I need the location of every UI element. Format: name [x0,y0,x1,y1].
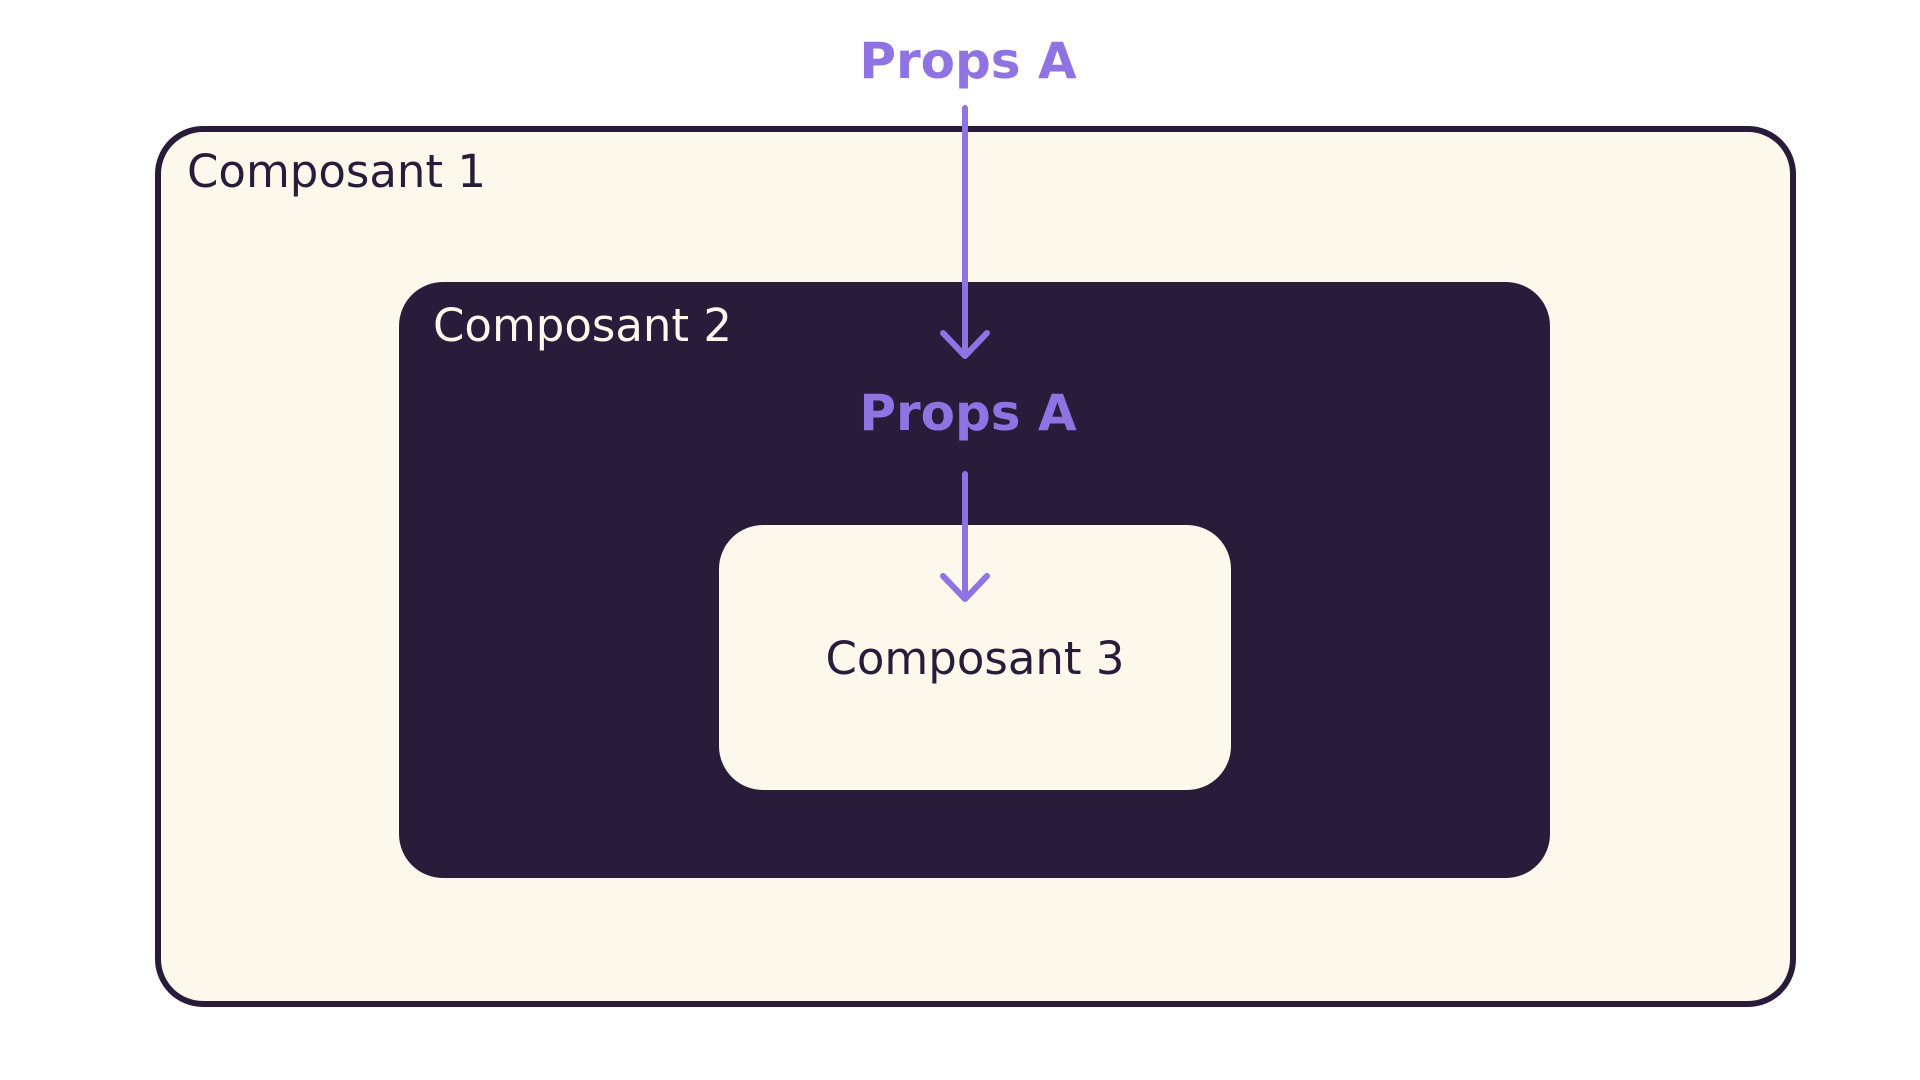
component-1-label: Composant 1 [187,145,487,198]
props-a-label-middle: Props A [859,384,1077,442]
component-3-label: Composant 3 [825,632,1125,685]
component-3-box [719,525,1231,790]
component-2-label: Composant 2 [433,299,733,352]
props-a-label-top: Props A [859,32,1077,90]
